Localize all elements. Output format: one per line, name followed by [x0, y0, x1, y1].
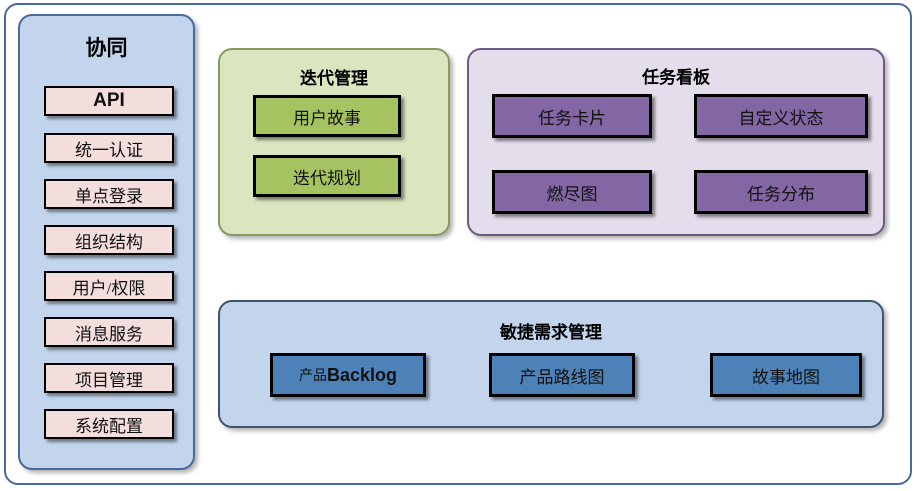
task-board-item-burndown-chart[interactable]: 燃尽图 — [492, 170, 652, 214]
iteration-management-group[interactable]: 迭代管理 用户故事 迭代规划 — [218, 48, 450, 236]
agile-item-product-backlog-latin: Backlog — [326, 364, 398, 385]
iteration-group-title: 迭代管理 — [300, 69, 368, 88]
sidebar-item-system-config[interactable]: 系统配置 — [44, 409, 174, 439]
sidebar-group-collaboration[interactable]: 协同 API 统一认证 单点登录 组织结构 用户/权限 消息服务 项目管理 系统… — [18, 14, 195, 470]
agile-item-story-map[interactable]: 故事地图 — [710, 353, 862, 397]
sidebar-item-project-management[interactable]: 项目管理 — [44, 363, 174, 393]
task-board-item-task-card[interactable]: 任务卡片 — [492, 94, 652, 138]
sidebar-item-api[interactable]: API — [44, 86, 174, 116]
agile-item-product-roadmap[interactable]: 产品路线图 — [489, 353, 635, 397]
iteration-item-iteration-planning[interactable]: 迭代规划 — [253, 155, 401, 197]
task-board-group[interactable]: 任务看板 任务卡片 自定义状态 燃尽图 任务分布 — [467, 48, 885, 236]
iteration-item-user-story[interactable]: 用户故事 — [253, 95, 401, 137]
sidebar-item-unified-auth[interactable]: 统一认证 — [44, 133, 174, 163]
task-board-item-task-distribution[interactable]: 任务分布 — [694, 170, 868, 214]
outer-frame — [4, 3, 912, 485]
task-board-item-custom-status[interactable]: 自定义状态 — [694, 94, 868, 138]
sidebar-item-message-service[interactable]: 消息服务 — [44, 317, 174, 347]
task-board-group-title: 任务看板 — [642, 68, 710, 87]
agile-group-title: 敏捷需求管理 — [500, 323, 602, 342]
sidebar-item-single-sign-on[interactable]: 单点登录 — [44, 179, 174, 209]
agile-item-product-backlog-cjk: 产品 — [298, 369, 327, 384]
sidebar-item-org-structure[interactable]: 组织结构 — [44, 225, 174, 255]
sidebar-item-users-permissions[interactable]: 用户/权限 — [44, 271, 174, 301]
sidebar-group-title: 协同 — [85, 37, 128, 60]
